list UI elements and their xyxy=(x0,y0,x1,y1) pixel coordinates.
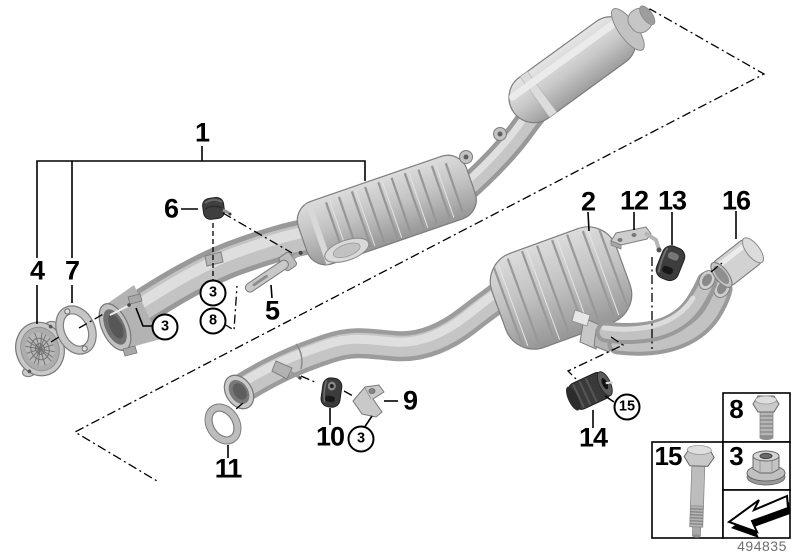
callout-1[interactable]: 1 xyxy=(194,117,210,148)
rear-tailpipes xyxy=(595,269,733,356)
callout-10[interactable]: 10 xyxy=(315,421,345,452)
drawing-number: 494835 xyxy=(737,538,787,554)
callout-12[interactable]: 12 xyxy=(619,185,649,216)
tailpipe-tip-part-16 xyxy=(710,237,765,288)
section-boundary-line xyxy=(73,8,766,482)
gasket-part-7 xyxy=(55,305,97,355)
callout-7[interactable]: 7 xyxy=(64,255,80,286)
front-pipe-hanger-tab xyxy=(204,251,224,267)
rubber-hanger-part-13 xyxy=(655,245,686,282)
clamp-part-11 xyxy=(204,403,242,445)
rubber-mount-part-6 xyxy=(202,196,232,220)
rubber-hanger-part-10 xyxy=(320,377,343,408)
assembly-lines xyxy=(36,146,737,458)
circled-callout-15-rear-mount[interactable]: 15 xyxy=(613,393,641,421)
legend-panel xyxy=(651,392,791,539)
flange-nut-icon xyxy=(746,450,786,486)
circled-callout-3-front-flange[interactable]: 3 xyxy=(151,313,179,341)
circled-callout-3-front-mount[interactable]: 3 xyxy=(199,279,227,307)
legend-label-bolt[interactable]: 8 xyxy=(729,394,744,424)
rubber-mount-part-14 xyxy=(565,371,614,411)
front-pipe-sensor-bosses xyxy=(459,127,507,164)
callout-13[interactable]: 13 xyxy=(657,185,687,216)
bracket-part-5 xyxy=(244,250,303,293)
installation-direction-arrow-icon xyxy=(726,494,790,538)
flange-part-4 xyxy=(15,320,65,378)
callout-14[interactable]: 14 xyxy=(578,422,608,453)
front-muffler-cylinder xyxy=(508,5,656,124)
front-resonator xyxy=(296,154,477,266)
bracket-part-12 xyxy=(610,226,662,253)
rear-inlet-pipe xyxy=(223,281,515,410)
callout-6[interactable]: 6 xyxy=(163,193,179,224)
circled-callout-8-front-mount[interactable]: 8 xyxy=(199,307,227,335)
callout-16[interactable]: 16 xyxy=(721,185,751,216)
callout-11[interactable]: 11 xyxy=(214,453,243,484)
callout-4[interactable]: 4 xyxy=(29,255,45,286)
legend-label-nut[interactable]: 3 xyxy=(729,441,744,471)
bracket-part-9 xyxy=(352,384,385,418)
stud-bolt-icon xyxy=(683,445,715,538)
hex-bolt-icon xyxy=(752,395,780,440)
callout-5[interactable]: 5 xyxy=(264,295,280,326)
callout-2[interactable]: 2 xyxy=(580,186,596,217)
callout-9[interactable]: 9 xyxy=(402,385,418,416)
legend-label-stud-bolt[interactable]: 15 xyxy=(654,441,683,471)
front-inlet-bell xyxy=(98,285,160,357)
front-pipe xyxy=(108,218,328,336)
circled-callout-3-rear-bracket[interactable]: 3 xyxy=(347,425,375,453)
